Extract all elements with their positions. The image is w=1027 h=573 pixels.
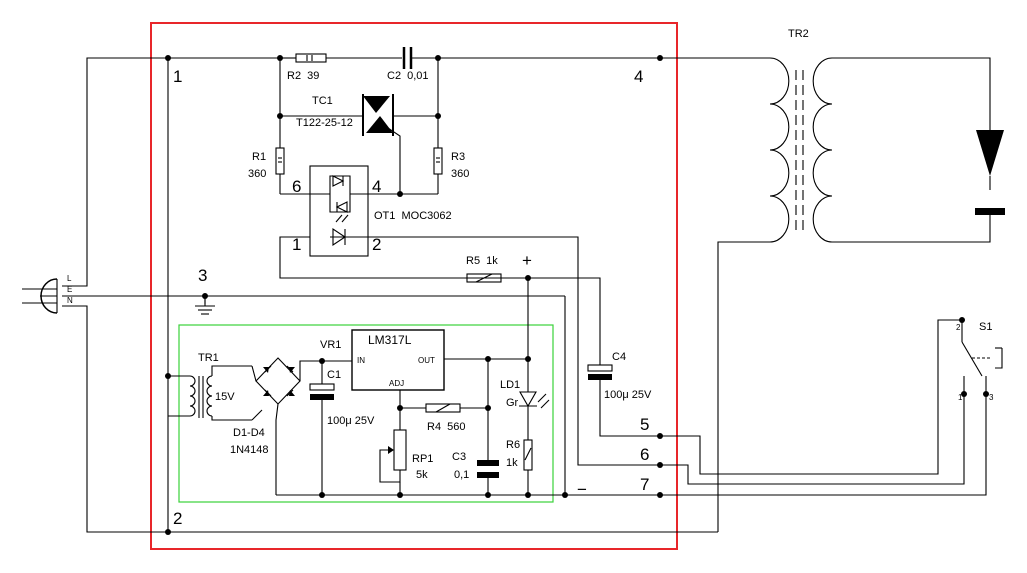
c1-name: C1 [327,369,341,381]
plug-label-l: L [67,274,72,283]
c2-label: C2 0,01 [387,70,429,82]
r5-label: R5 1k [466,255,498,267]
r1-name: R1 [252,151,266,163]
rp1-value: 5k [416,469,428,481]
ld1-name: LD1 [500,379,520,391]
r6-value: 1k [506,457,518,469]
plug-label-n: N [67,296,73,305]
r3-name: R3 [451,151,465,163]
r6-name: R6 [506,439,520,451]
bridge-name: D1-D4 [233,427,265,439]
capacitor-c4 [587,364,613,380]
node-label-5: 5 [640,415,649,434]
node-label-2: 2 [173,509,182,528]
optocoupler-ot1 [279,165,660,466]
vr1-adj: ADJ [389,379,404,388]
ot1-pin-4: 4 [372,177,381,196]
plug-label-e: E [67,285,72,294]
capacitor-c1 [309,383,335,400]
minus-sign: − [577,480,587,499]
switch-s1 [959,317,1003,397]
s1-pin-3: 3 [989,393,994,402]
s1-pin-1: 1 [958,393,963,402]
tr1-voltage: 15V [215,391,235,403]
node-label-6: 6 [640,445,649,464]
node-label-3: 3 [198,266,207,285]
c3-value: 0,1 [454,469,469,481]
ot1-pin-1: 1 [292,235,301,254]
vr1-in: IN [357,356,365,365]
c3-name: C3 [452,451,466,463]
tr2-name: TR2 [788,28,809,40]
c4-name: C4 [612,351,626,363]
potentiometer-rp1 [379,429,407,483]
vr1-part: LM317L [368,333,412,347]
bridge-rectifier-d1-d4 [255,357,301,405]
resistor-r3 [433,147,443,175]
tc1-name: TC1 [312,95,333,107]
c4-value: 100μ 25V [604,389,652,401]
ld1-color: Gr [506,397,519,409]
vr1-out: OUT [418,356,435,365]
r4-label: R4 560 [427,421,465,433]
resistor-r1 [275,147,285,175]
resistor-r2 [295,53,327,63]
c1-value: 100μ 25V [327,415,375,427]
s1-name: S1 [979,321,992,333]
triac-tc1 [362,94,401,194]
transformer-tr1 [168,365,252,421]
led-ld1 [519,391,550,409]
bridge-part: 1N4148 [230,444,269,456]
plus-sign: + [522,251,532,270]
node-label-1: 1 [173,67,182,86]
transformer-tr2 [660,57,1005,532]
node-label-7: 7 [640,475,649,494]
ot1-pin-2: 2 [372,235,381,254]
tc1-part: T122-25-12 [296,117,353,129]
vr1-name: VR1 [320,339,341,351]
capacitor-c3 [477,460,499,478]
s1-pin-2: 2 [956,323,961,332]
tr1-name: TR1 [198,352,219,364]
r3-value: 360 [451,168,469,180]
mains-plug [22,278,58,314]
control-board-frame [150,22,678,550]
node-label-4: 4 [634,67,643,86]
rp1-name: RP1 [412,453,433,465]
r1-value: 360 [248,168,266,180]
ot1-label: OT1 MOC3062 [374,210,452,222]
ot1-pin-6: 6 [292,177,301,196]
power-supply-frame [178,324,554,503]
capacitor-c2 [402,47,413,69]
regulator-vr1 [351,329,445,391]
r2-label: R2 39 [287,70,319,82]
